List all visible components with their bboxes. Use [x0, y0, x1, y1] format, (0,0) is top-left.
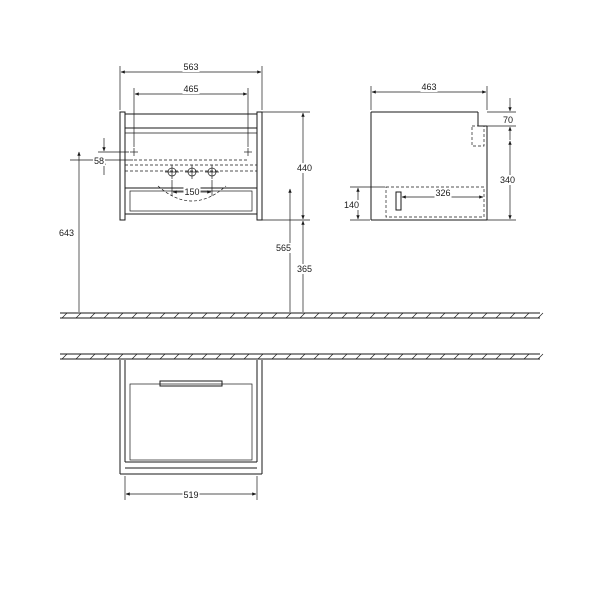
dim-365: 365 [296, 220, 314, 312]
front-left-panel [119, 111, 126, 221]
side-view [370, 111, 488, 221]
dim-label-465: 465 [183, 84, 198, 94]
dim-label-70: 70 [503, 115, 513, 125]
dim-label-643: 643 [59, 228, 74, 238]
dim-label-563: 563 [183, 62, 198, 72]
dim-label-140: 140 [344, 200, 359, 210]
dim-565: 565 [275, 188, 293, 312]
dim-label-440: 440 [297, 163, 312, 173]
dim-150: 150 [171, 180, 213, 197]
dim-label-326: 326 [435, 188, 450, 198]
dim-label-340: 340 [500, 175, 515, 185]
plan-view [60, 353, 544, 475]
dim-643: 643 [58, 151, 81, 312]
basin-bowl-outline [157, 185, 227, 202]
dim-label-519: 519 [183, 490, 198, 500]
tap-hole-center [185, 165, 199, 179]
dim-label-565: 565 [276, 243, 291, 253]
dim-label-365: 365 [297, 264, 312, 274]
front-right-panel [256, 111, 263, 221]
mount-hole-left [130, 148, 138, 156]
dim-519: 519 [124, 476, 258, 500]
dim-340: 340 [487, 140, 517, 221]
dim-label-463: 463 [421, 82, 436, 92]
dim-58: 58 [70, 138, 133, 175]
mount-hole-right [244, 148, 252, 156]
front-view [119, 111, 263, 221]
floor-line [60, 312, 544, 319]
dim-label-150: 150 [184, 187, 199, 197]
dim-463: 463 [370, 82, 488, 110]
dim-563: 563 [119, 62, 263, 110]
drawer-handle [395, 191, 402, 211]
side-drawer-outline [385, 186, 485, 218]
dim-465: 465 [133, 84, 249, 147]
dim-440: 440 [262, 111, 314, 221]
plan-drawer [129, 383, 253, 461]
dim-326: 326 [401, 188, 484, 199]
siphon-outline [471, 125, 485, 147]
dim-70: 70 [487, 98, 516, 140]
tap-hole-left [165, 165, 179, 179]
plan-siphon [159, 380, 223, 387]
tap-hole-right [205, 165, 219, 179]
dim-140: 140 [343, 186, 385, 221]
dim-label-58: 58 [94, 156, 104, 166]
